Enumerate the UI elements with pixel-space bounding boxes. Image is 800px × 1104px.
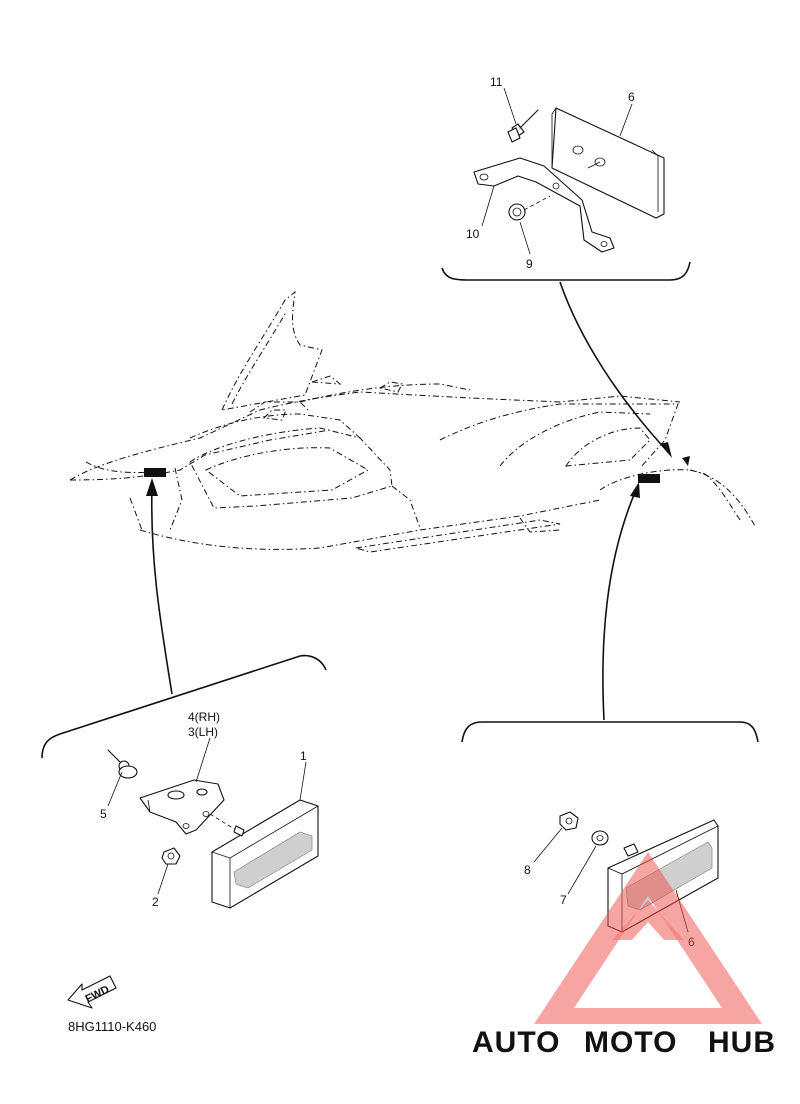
- watermark-hub: HUB: [708, 1026, 776, 1059]
- front-detail: [41, 654, 327, 909]
- watermark-triangle: [534, 852, 762, 1024]
- drawing-code: 8HG1110-K460: [68, 1019, 156, 1034]
- fwd-arrow-icon: [67, 975, 117, 1009]
- callout-11: 11: [490, 75, 503, 89]
- callout-5: 5: [100, 807, 107, 821]
- top-detail: [441, 87, 691, 281]
- callout-10: 10: [466, 227, 480, 241]
- watermark-auto: AUTO: [472, 1026, 560, 1059]
- callout-3-lh: 3(LH): [188, 725, 218, 739]
- callout-7: 7: [560, 893, 567, 907]
- rear-reflector-marker: [638, 474, 660, 483]
- watermark-moto: MOTO: [584, 1026, 677, 1059]
- callout-6-top: 6: [628, 90, 635, 104]
- callout-2: 2: [152, 895, 159, 909]
- callout-1: 1: [300, 749, 307, 763]
- callout-4-rh: 4(RH): [188, 710, 220, 724]
- callout-8: 8: [524, 863, 531, 877]
- rear-arrowhead: [682, 456, 690, 466]
- front-reflector-marker: [144, 468, 166, 477]
- callout-9: 9: [526, 257, 533, 271]
- snowmobile-outline: [69, 290, 757, 553]
- rear-detail: [461, 721, 759, 933]
- leader-arrows: [146, 281, 672, 721]
- automotohub-logo: [534, 852, 762, 1024]
